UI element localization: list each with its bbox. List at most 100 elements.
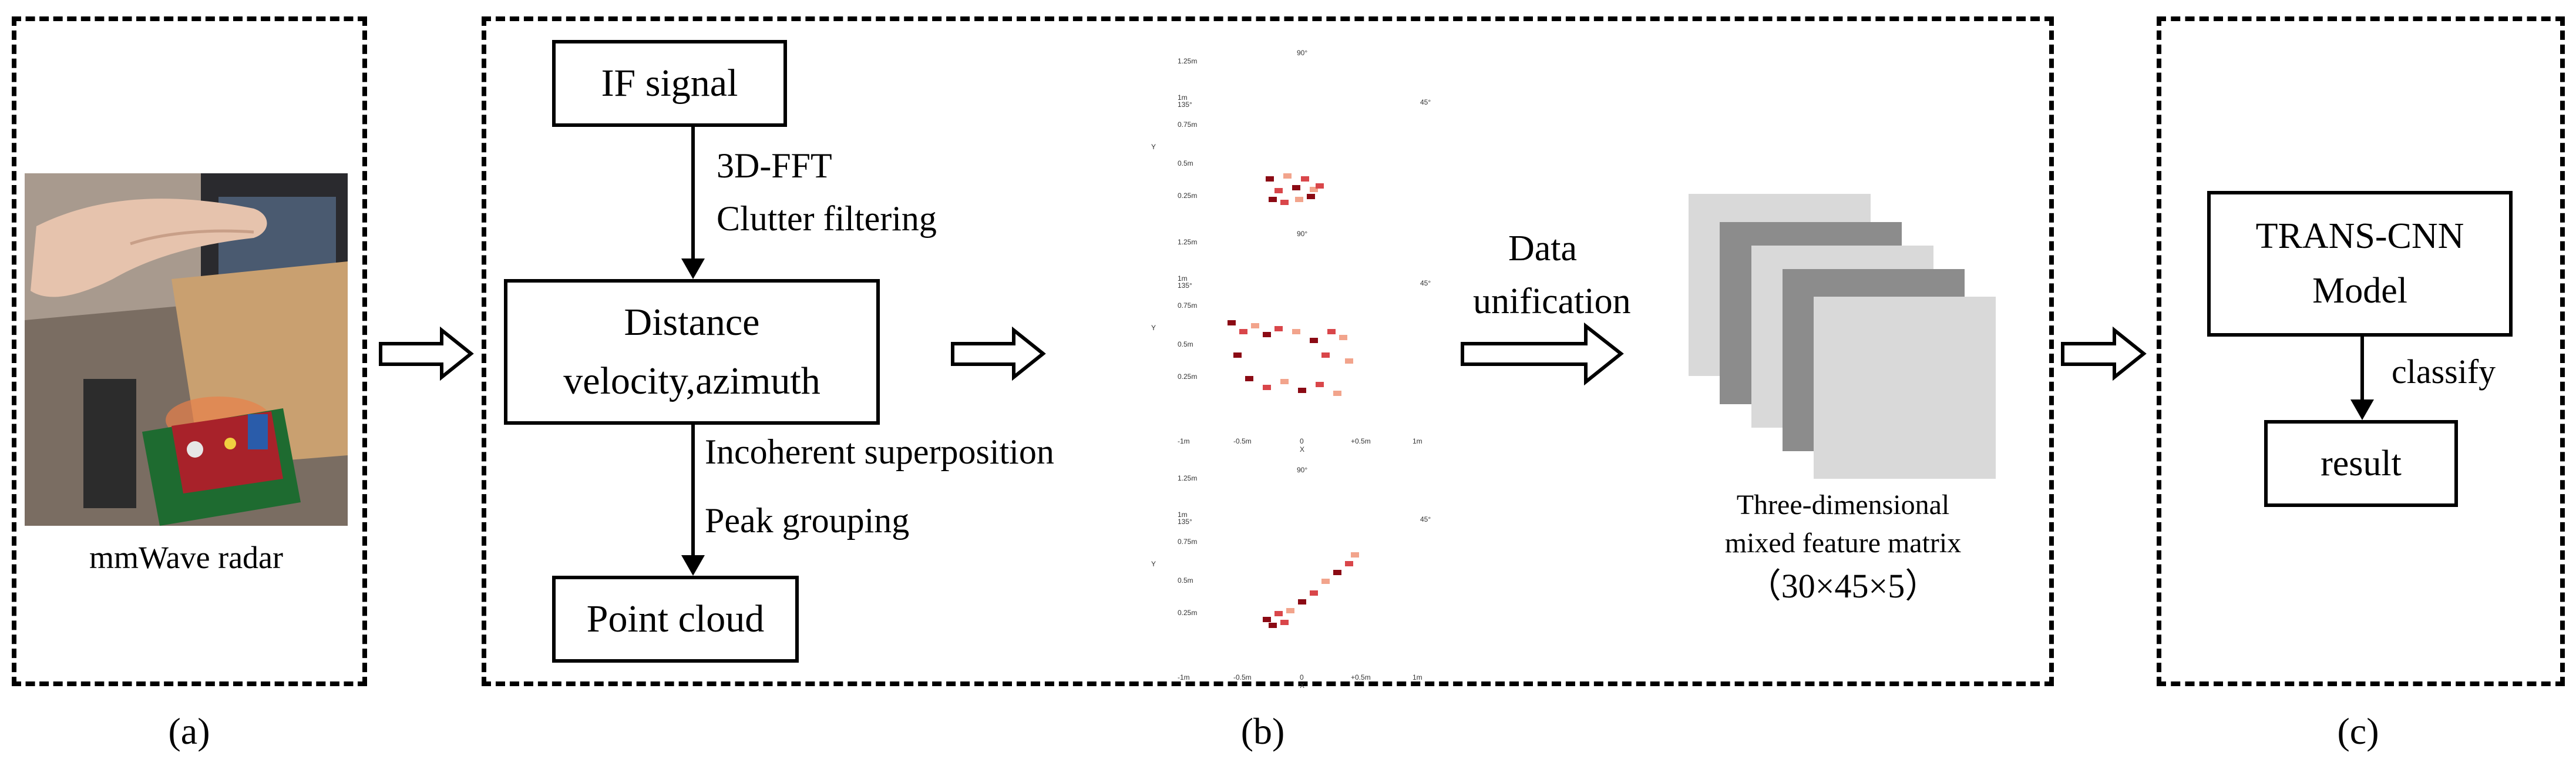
matrix-caption-dims: （30×45×5）	[1747, 567, 1939, 605]
panel-a	[12, 16, 367, 686]
plot-1-tick-025m: 0.25m	[1178, 192, 1197, 200]
plot-1-point-6	[1310, 187, 1318, 192]
plot-2-point-9	[1339, 335, 1347, 340]
plot-2-point-15	[1333, 391, 1341, 396]
plot-2-x-0: 0	[1300, 437, 1304, 445]
plot-2-tick-05m: 0.5m	[1178, 340, 1193, 348]
plot-3-x-pos05: +0.5m	[1351, 673, 1371, 681]
plot-2-point-6	[1292, 329, 1300, 334]
plot-1-tick-05m: 0.5m	[1178, 159, 1193, 167]
matrix-caption-line2: mixed feature matrix	[1724, 528, 1962, 559]
plot-1-tick-125m: 1.25m	[1178, 57, 1197, 65]
classify-label: classify	[2392, 352, 2496, 391]
plot-3-point-5	[1310, 590, 1318, 596]
plot-2-point-17	[1321, 352, 1330, 358]
data-unification-line2: unification	[1473, 281, 1631, 321]
distance-velocity-azimuth-node: Distance velocity,azimuth	[504, 279, 880, 425]
plot-3-angle-90: 90°	[1297, 466, 1307, 474]
matrix-caption-line1: Three-dimensional	[1736, 489, 1950, 520]
plot-3-point-2	[1274, 611, 1283, 616]
plot-3-x-neg05: -0.5m	[1233, 673, 1252, 681]
plot-2-x-pos1: 1m	[1413, 437, 1422, 445]
plot-3-y-axis: Y	[1151, 560, 1156, 568]
data-unification-line1: Data	[1508, 229, 1578, 268]
mmwave-radar-label: mmWave radar	[89, 540, 283, 575]
result-node: result	[2264, 420, 2458, 507]
plot-2-point-5	[1274, 326, 1283, 331]
plot-3-point-6	[1321, 579, 1330, 584]
plot-3-point-9	[1351, 552, 1359, 558]
plot-1-point-11	[1316, 183, 1324, 189]
plot-2-tick-075m: 0.75m	[1178, 301, 1197, 310]
plot-1-point-2	[1274, 188, 1283, 193]
clutter-filtering-label: Clutter filtering	[717, 199, 937, 238]
plot-2-angle-90: 90°	[1297, 230, 1307, 238]
trans-cnn-label: TRANS-CNN	[2255, 216, 2464, 256]
plot-1-point-9	[1295, 197, 1303, 202]
if-signal-node: IF signal	[552, 40, 787, 127]
plot-2-point-14	[1316, 382, 1324, 387]
if-signal-label: IF signal	[601, 62, 738, 105]
plot-1-point-5	[1301, 176, 1309, 182]
plot-2-tick-125m: 1.25m	[1178, 238, 1197, 246]
plot-2-x-neg05: -0.5m	[1233, 437, 1252, 445]
panel-c	[2157, 16, 2565, 686]
point-cloud-label: Point cloud	[586, 597, 765, 640]
plot-1-angle-90: 90°	[1297, 49, 1307, 57]
plot-3-x-0: 0	[1300, 673, 1304, 681]
plot-2-point-16	[1233, 352, 1242, 358]
plot-2-point-2	[1239, 329, 1247, 334]
result-label: result	[2321, 443, 2402, 483]
plot-3-tick-025m: 0.25m	[1178, 609, 1197, 617]
panel-b	[482, 16, 2054, 686]
model-label: Model	[2312, 271, 2407, 311]
plot-2-point-10	[1245, 376, 1253, 381]
mmwave-radar-photo	[25, 173, 348, 526]
plot-1-angle-45: 45°	[1420, 98, 1431, 106]
plot-2-point-13	[1298, 388, 1306, 393]
plot-1-point-3	[1283, 173, 1292, 179]
plot-2-x-pos05: +0.5m	[1351, 437, 1371, 445]
velocity-azimuth-label: velocity,azimuth	[563, 360, 820, 402]
plot-2-point-3	[1251, 323, 1259, 328]
plot-1-point-1	[1266, 176, 1274, 182]
plot-3-angle-135: 135°	[1178, 518, 1192, 526]
plot-1-y-axis: Y	[1151, 143, 1156, 151]
trans-cnn-model-node: TRANS-CNN Model	[2207, 191, 2513, 337]
plot-2-tick-025m: 0.25m	[1178, 372, 1197, 381]
plot-2-point-12	[1280, 379, 1289, 384]
plot-3-point-4	[1298, 599, 1306, 605]
plot-2-x-axis: X	[1300, 445, 1304, 454]
plot-1-angle-135: 135°	[1178, 100, 1192, 109]
plot-3-point-11	[1280, 620, 1289, 625]
caption-a: (a)	[168, 710, 210, 752]
plot-2-angle-135: 135°	[1178, 281, 1192, 290]
plot-1-point-10	[1307, 194, 1315, 199]
plot-3-x-pos1: 1m	[1413, 673, 1422, 681]
plot-1-point-4	[1292, 185, 1300, 190]
caption-b: (b)	[1240, 710, 1285, 752]
plot-3-tick-1m: 1m	[1178, 511, 1188, 519]
plot-3-point-8	[1345, 561, 1353, 566]
plot-3-point-3	[1286, 608, 1294, 613]
distance-label: Distance	[624, 301, 760, 344]
caption-c: (c)	[2337, 710, 2379, 752]
plot-2-tick-1m: 1m	[1178, 274, 1188, 283]
plot-2-point-4	[1263, 332, 1271, 337]
plot-3-tick-05m: 0.5m	[1178, 576, 1193, 585]
point-cloud-node: Point cloud	[552, 576, 799, 663]
plot-1-tick-075m: 0.75m	[1178, 120, 1197, 129]
fft-label: 3D-FFT	[717, 146, 832, 185]
matrix-layer-5	[1814, 297, 1996, 479]
plot-3-x-axis: X	[1300, 681, 1304, 690]
plot-3-tick-075m: 0.75m	[1178, 538, 1197, 546]
plot-3-x-neg1: -1m	[1178, 673, 1190, 681]
plot-2-point-1	[1228, 320, 1236, 325]
plot-3-point-1	[1263, 617, 1271, 622]
plot-3-point-7	[1333, 570, 1341, 575]
plot-2-point-7	[1310, 338, 1318, 343]
plot-2-point-11	[1263, 385, 1271, 390]
plot-1-point-8	[1280, 200, 1289, 205]
radar-photo-illustration	[25, 173, 348, 526]
